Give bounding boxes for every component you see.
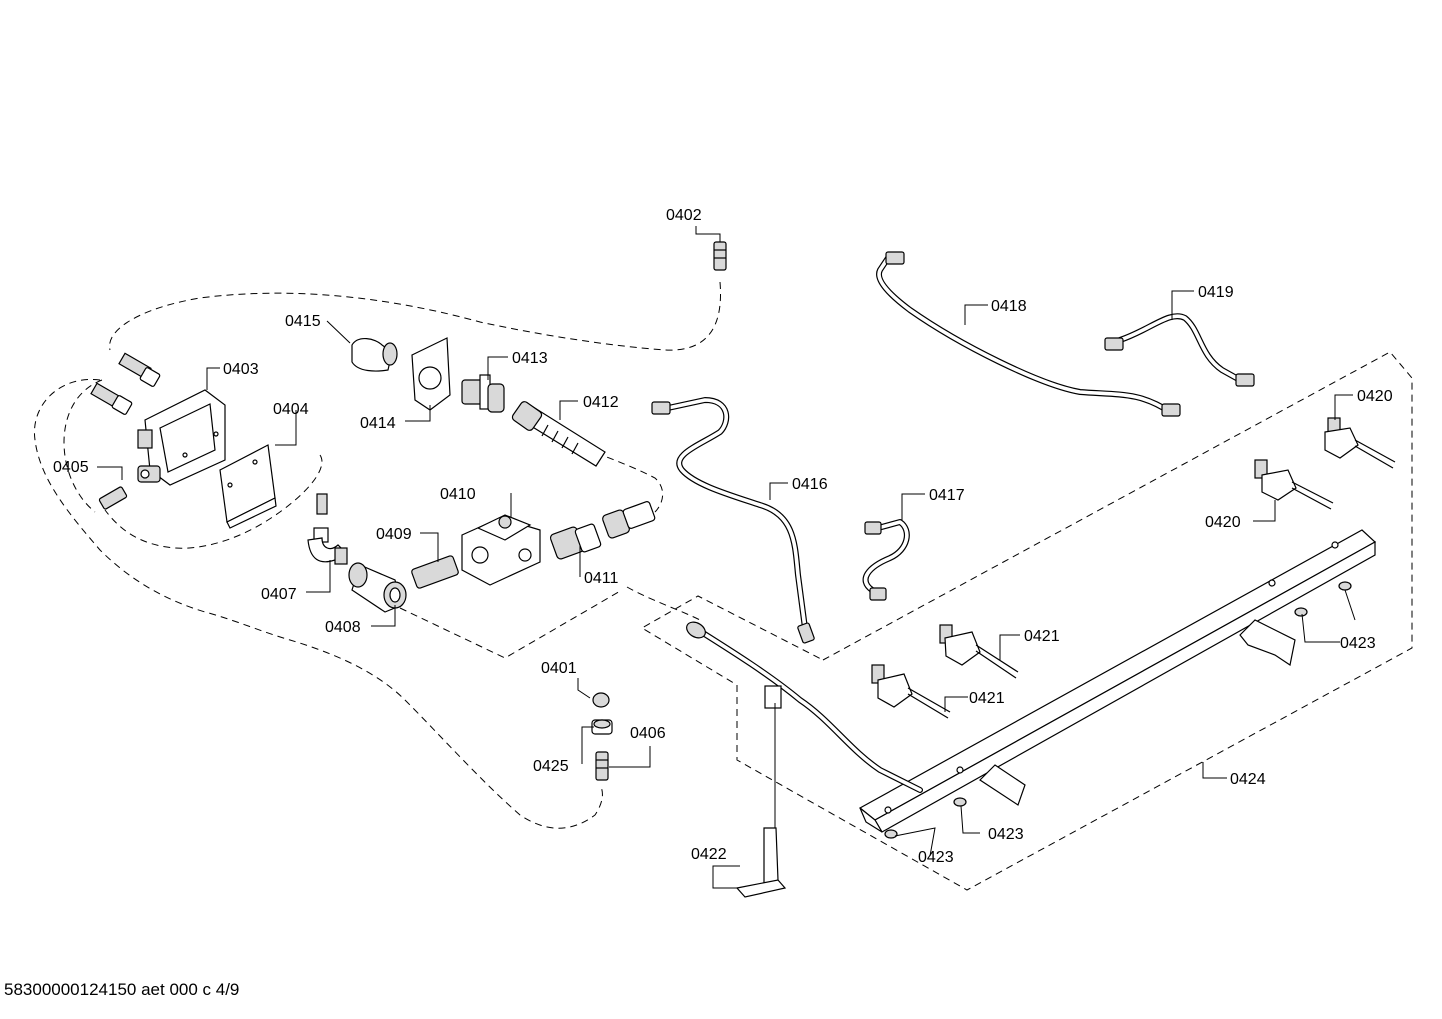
part-0423-nut-a (1294, 607, 1308, 617)
callout-0411: 0411 (584, 570, 619, 587)
callout-0422: 0422 (691, 846, 727, 863)
callout-0403: 0403 (223, 361, 259, 378)
part-0423-nut-b (1338, 581, 1352, 591)
callout-0410: 0410 (440, 486, 476, 503)
assembly-outline-left (33, 281, 722, 829)
part-0417-tube (862, 519, 910, 601)
part-0422-bracket (735, 827, 787, 898)
part-bolt-middle (90, 382, 133, 415)
callout-0402: 0402 (666, 207, 702, 224)
part-0409-nipple (411, 555, 459, 589)
assembly-outline-tube-link (626, 586, 701, 621)
part-0411-fitting (549, 501, 656, 560)
part-0421-valve-lower (871, 664, 951, 719)
part-0405-nipple (98, 486, 128, 510)
callout-0414: 0414 (360, 415, 396, 432)
drawing-reference-footer: 58300000124150 aet 000 c 4/9 (4, 980, 240, 999)
part-0415-elbow (351, 338, 398, 372)
callout-0416: 0416 (792, 476, 828, 493)
callout-0423-mid: 0423 (988, 826, 1024, 843)
part-0420-valve-upper (1324, 417, 1396, 469)
callout-0404: 0404 (273, 401, 309, 418)
part-0407-elbow (307, 493, 348, 565)
callout-0408: 0408 (325, 619, 361, 636)
part-0420-valve-lower (1254, 459, 1334, 510)
part-0425-nut (591, 719, 613, 735)
callout-0420-lower: 0420 (1205, 514, 1241, 531)
part-0418-tube (876, 251, 1181, 417)
part-supply-tube (686, 621, 923, 793)
callout-0409: 0409 (376, 526, 412, 543)
part-bolt-upper (118, 352, 161, 387)
part-0414-plate (411, 337, 451, 411)
callout-0415: 0415 (285, 313, 321, 330)
callout-0423-left: 0423 (918, 849, 954, 866)
part-0416-tube (651, 397, 815, 644)
callout-0405: 0405 (53, 459, 89, 476)
callout-0406: 0406 (630, 725, 666, 742)
callout-0419: 0419 (1198, 284, 1234, 301)
callout-0401: 0401 (541, 660, 577, 677)
callout-0424: 0424 (1230, 771, 1266, 788)
callout-0412: 0412 (583, 394, 619, 411)
part-0421-valve-upper (939, 624, 1019, 679)
part-0413-fitting (461, 374, 505, 413)
part-0410-valve (461, 514, 541, 586)
part-0412-hose (511, 401, 606, 467)
callout-0423-right: 0423 (1340, 635, 1376, 652)
callout-0421-upper: 0421 (1024, 628, 1060, 645)
leader-lines (97, 226, 1356, 889)
callout-0413: 0413 (512, 350, 548, 367)
callout-0420-upper: 0420 (1357, 388, 1393, 405)
callout-0421-lower: 0421 (969, 690, 1005, 707)
part-0401-cap (592, 692, 610, 708)
callout-0418: 0418 (991, 298, 1027, 315)
assembly-outline-burner-rail (641, 351, 1413, 891)
part-0424-rail (858, 529, 1377, 833)
assembly-outline-inner (104, 454, 323, 549)
part-0402-nipple (713, 241, 727, 271)
part-0408-tee (348, 562, 407, 613)
part-0404-bracket (219, 444, 277, 529)
part-0423-nut-c (953, 797, 967, 807)
callout-0407: 0407 (261, 586, 297, 603)
part-0403-regulator (137, 389, 226, 486)
callout-0417: 0417 (929, 487, 965, 504)
part-0419-tube (1104, 313, 1255, 387)
part-0423-nut-d (884, 829, 898, 839)
callout-0425: 0425 (533, 758, 569, 775)
part-0406-nipple (595, 751, 609, 781)
